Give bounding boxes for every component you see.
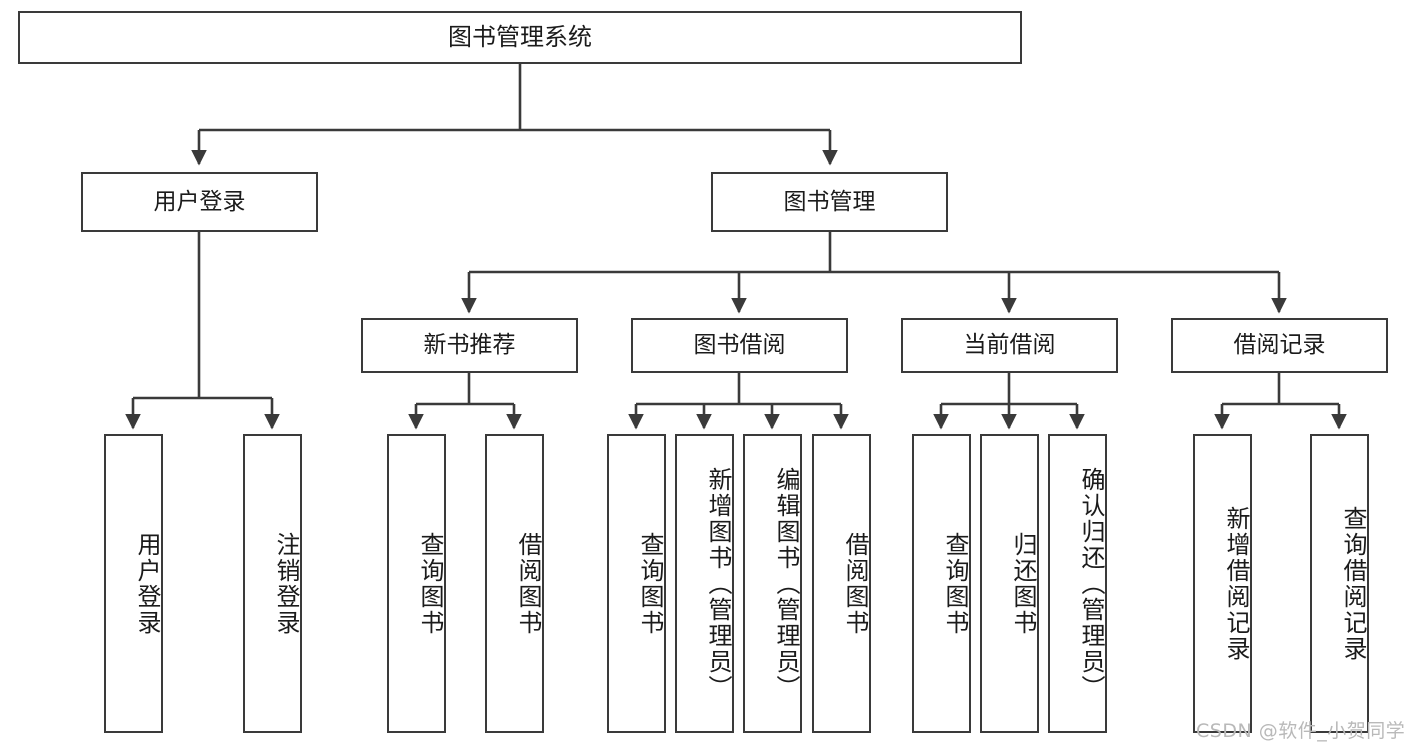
node-leaf-borrow-borrow-book[interactable]: 借阅图书 <box>812 434 871 733</box>
node-leaf-current-confirm-return-admin[interactable]: 确认归还（管理员） <box>1048 434 1107 733</box>
leaf-label: 新增图书（管理员） <box>704 466 732 701</box>
leaf-label: 查询图书 <box>636 531 664 636</box>
node-leaf-user-login-login[interactable]: 用户登录 <box>104 434 163 733</box>
leaf-label: 归还图书 <box>1009 531 1037 636</box>
node-current-borrow[interactable]: 当前借阅 <box>901 318 1118 373</box>
node-leaf-current-query-book[interactable]: 查询图书 <box>912 434 971 733</box>
node-leaf-newbook-borrow-book[interactable]: 借阅图书 <box>485 434 544 733</box>
node-book-borrow[interactable]: 图书借阅 <box>631 318 848 373</box>
leaf-label: 借阅图书 <box>514 531 542 636</box>
node-leaf-borrow-add-book-admin[interactable]: 新增图书（管理员） <box>675 434 734 733</box>
node-leaf-borrow-query-book[interactable]: 查询图书 <box>607 434 666 733</box>
node-user-login[interactable]: 用户登录 <box>81 172 318 232</box>
leaf-label: 编辑图书（管理员） <box>772 466 800 701</box>
node-root-book-management-system[interactable]: 图书管理系统 <box>18 11 1022 64</box>
node-leaf-record-query-record[interactable]: 查询借阅记录 <box>1310 434 1369 733</box>
csdn-watermark: CSDN @软件_小贺同学 <box>1196 720 1405 742</box>
leaf-label: 查询借阅记录 <box>1339 505 1367 662</box>
leaf-label: 注销登录 <box>272 531 300 636</box>
node-book-management[interactable]: 图书管理 <box>711 172 948 232</box>
leaf-label: 确认归还（管理员） <box>1077 466 1105 701</box>
leaf-label: 查询图书 <box>941 531 969 636</box>
node-leaf-borrow-edit-book-admin[interactable]: 编辑图书（管理员） <box>743 434 802 733</box>
node-leaf-current-return-book[interactable]: 归还图书 <box>980 434 1039 733</box>
node-leaf-user-login-logout[interactable]: 注销登录 <box>243 434 302 733</box>
leaf-label: 用户登录 <box>133 531 161 636</box>
leaf-label: 借阅图书 <box>841 531 869 636</box>
node-leaf-newbook-query-book[interactable]: 查询图书 <box>387 434 446 733</box>
node-new-book-recommend[interactable]: 新书推荐 <box>361 318 578 373</box>
node-leaf-record-add-record[interactable]: 新增借阅记录 <box>1193 434 1252 733</box>
leaf-label: 查询图书 <box>416 531 444 636</box>
leaf-label: 新增借阅记录 <box>1222 505 1250 662</box>
node-borrow-record[interactable]: 借阅记录 <box>1171 318 1388 373</box>
